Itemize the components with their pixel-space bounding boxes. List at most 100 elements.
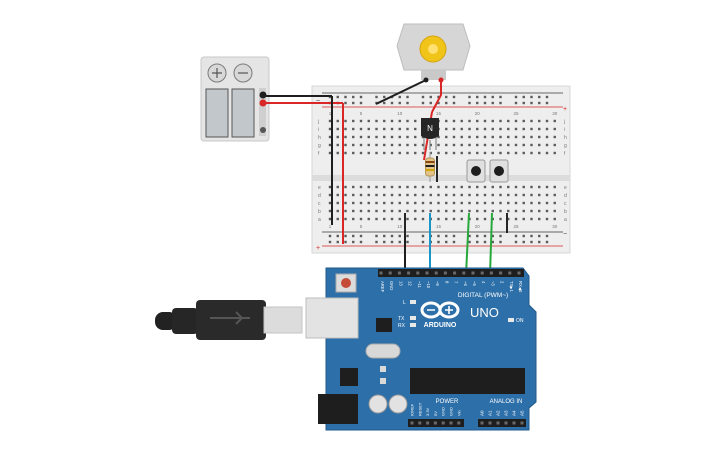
- rail-hole[interactable]: [468, 95, 471, 99]
- breadboard-hole[interactable]: [367, 127, 370, 131]
- breadboard-hole[interactable]: [460, 217, 463, 221]
- breadboard-hole[interactable]: [383, 135, 386, 139]
- rail-hole[interactable]: [476, 101, 479, 105]
- rail-hole[interactable]: [359, 101, 363, 105]
- rail-hole[interactable]: [421, 240, 425, 244]
- rail-hole[interactable]: [352, 234, 355, 238]
- breadboard-hole[interactable]: [406, 119, 409, 123]
- breadboard-hole[interactable]: [553, 135, 556, 139]
- rail-hole[interactable]: [483, 234, 487, 238]
- breadboard-hole[interactable]: [499, 201, 502, 205]
- rail-hole[interactable]: [429, 95, 432, 99]
- rail-hole[interactable]: [514, 95, 518, 99]
- breadboard-hole[interactable]: [359, 193, 363, 197]
- dc-motor[interactable]: [396, 23, 471, 83]
- rail-hole[interactable]: [437, 101, 440, 105]
- breadboard-hole[interactable]: [359, 151, 363, 155]
- breadboard-hole[interactable]: [406, 193, 409, 197]
- rail-hole[interactable]: [406, 95, 409, 99]
- breadboard-hole[interactable]: [483, 143, 487, 147]
- breadboard-hole[interactable]: [390, 135, 394, 139]
- breadboard-hole[interactable]: [538, 201, 541, 205]
- breadboard-hole[interactable]: [414, 135, 417, 139]
- breadboard-hole[interactable]: [491, 127, 494, 131]
- breadboard-hole[interactable]: [538, 127, 541, 131]
- breadboard-hole[interactable]: [460, 143, 463, 147]
- rail-hole[interactable]: [390, 240, 394, 244]
- breadboard-hole[interactable]: [491, 143, 494, 147]
- wire-pin-7[interactable]: [465, 212, 470, 276]
- breadboard-hole[interactable]: [452, 185, 456, 189]
- breadboard-hole[interactable]: [429, 151, 432, 155]
- breadboard-hole[interactable]: [452, 209, 456, 213]
- rail-hole[interactable]: [437, 95, 440, 99]
- rail-hole[interactable]: [429, 101, 432, 105]
- breadboard-hole[interactable]: [452, 217, 456, 221]
- rail-hole[interactable]: [530, 95, 533, 99]
- breadboard-hole[interactable]: [390, 119, 394, 123]
- header-pin[interactable]: [453, 271, 457, 275]
- breadboard-hole[interactable]: [367, 209, 370, 213]
- breadboard-hole[interactable]: [491, 151, 494, 155]
- breadboard-hole[interactable]: [499, 127, 502, 131]
- breadboard-hole[interactable]: [344, 209, 347, 213]
- breadboard-hole[interactable]: [375, 135, 378, 139]
- breadboard-hole[interactable]: [398, 217, 401, 221]
- rail-hole[interactable]: [352, 240, 355, 244]
- rail-hole[interactable]: [538, 95, 541, 99]
- breadboard-hole[interactable]: [483, 127, 487, 131]
- rail-hole[interactable]: [499, 95, 502, 99]
- breadboard-hole[interactable]: [352, 135, 355, 139]
- rail-hole[interactable]: [375, 240, 378, 244]
- breadboard-hole[interactable]: [530, 193, 533, 197]
- breadboard-hole[interactable]: [328, 201, 332, 205]
- breadboard-hole[interactable]: [476, 127, 479, 131]
- rail-hole[interactable]: [491, 95, 494, 99]
- breadboard-hole[interactable]: [414, 119, 417, 123]
- rail-hole[interactable]: [483, 101, 487, 105]
- breadboard-hole[interactable]: [522, 201, 525, 205]
- breadboard-hole[interactable]: [468, 151, 471, 155]
- breadboard-hole[interactable]: [344, 217, 347, 221]
- rail-hole[interactable]: [344, 240, 347, 244]
- breadboard-hole[interactable]: [421, 217, 425, 221]
- rail-hole[interactable]: [352, 101, 355, 105]
- breadboard-hole[interactable]: [359, 119, 363, 123]
- breadboard-hole[interactable]: [514, 201, 518, 205]
- rail-hole[interactable]: [445, 101, 448, 105]
- wire-motor-positive[interactable]: [431, 80, 442, 113]
- rail-hole[interactable]: [522, 234, 525, 238]
- header-pin[interactable]: [426, 421, 430, 425]
- breadboard-hole[interactable]: [375, 119, 378, 123]
- breadboard-hole[interactable]: [545, 201, 549, 205]
- breadboard-hole[interactable]: [336, 127, 339, 131]
- rail-hole[interactable]: [499, 234, 502, 238]
- breadboard-hole[interactable]: [437, 185, 440, 189]
- breadboard-hole[interactable]: [352, 143, 355, 147]
- breadboard-hole[interactable]: [328, 185, 332, 189]
- breadboard-hole[interactable]: [507, 151, 510, 155]
- breadboard-hole[interactable]: [414, 201, 417, 205]
- breadboard-hole[interactable]: [406, 209, 409, 213]
- breadboard-hole[interactable]: [499, 217, 502, 221]
- breadboard-hole[interactable]: [359, 127, 363, 131]
- breadboard-hole[interactable]: [383, 151, 386, 155]
- breadboard-hole[interactable]: [553, 209, 556, 213]
- rail-hole[interactable]: [383, 101, 386, 105]
- breadboard-hole[interactable]: [398, 119, 401, 123]
- breadboard-hole[interactable]: [538, 135, 541, 139]
- breadboard-hole[interactable]: [460, 201, 463, 205]
- breadboard-hole[interactable]: [437, 209, 440, 213]
- breadboard-hole[interactable]: [538, 185, 541, 189]
- breadboard-hole[interactable]: [476, 119, 479, 123]
- rail-hole[interactable]: [545, 101, 549, 105]
- breadboard-hole[interactable]: [406, 151, 409, 155]
- breadboard-hole[interactable]: [499, 119, 502, 123]
- breadboard-hole[interactable]: [468, 127, 471, 131]
- rail-hole[interactable]: [406, 234, 409, 238]
- breadboard-hole[interactable]: [514, 143, 518, 147]
- breadboard-hole[interactable]: [545, 119, 549, 123]
- breadboard-hole[interactable]: [476, 193, 479, 197]
- breadboard-hole[interactable]: [483, 193, 487, 197]
- resistor[interactable]: [425, 152, 435, 182]
